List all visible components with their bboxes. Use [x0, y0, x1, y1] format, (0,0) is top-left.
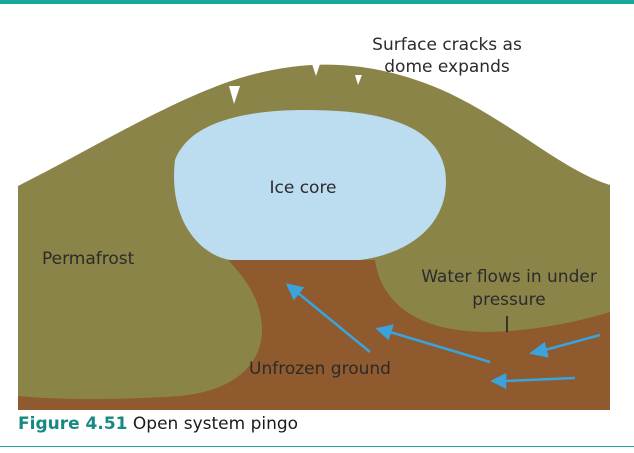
flow-arrow: [297, 292, 371, 353]
surface-crack: [312, 64, 320, 76]
surface-crack: [229, 86, 240, 104]
flow-arrow: [544, 333, 601, 352]
unfrozen-ground-region: [18, 260, 610, 410]
figure-caption: Figure 4.51 Open system pingo: [18, 414, 298, 434]
ice-core: [174, 110, 446, 260]
surface-cracks-label-line2: dome expands: [384, 57, 510, 77]
flow-arrow-head: [285, 283, 305, 301]
flow-arrow-head: [375, 324, 394, 341]
unfrozen-ground-label: Unfrozen ground: [249, 359, 391, 379]
figure-number: Figure 4.51: [18, 414, 128, 434]
surface-cracks-label-line1: Surface cracks as: [372, 35, 522, 55]
flow-arrow-head: [490, 372, 507, 390]
permafrost-label: Permafrost: [42, 249, 135, 269]
figure-title: Open system pingo: [132, 414, 299, 434]
ice-core-label: Ice core: [269, 178, 336, 198]
flow-arrow-head: [529, 341, 549, 358]
surface-crack: [355, 75, 362, 85]
flow-arrow: [504, 376, 576, 383]
pingo-diagram: Surface cracks as dome expands Ice core …: [18, 35, 610, 410]
top-rule: [0, 0, 634, 4]
bottom-rule: [0, 446, 634, 447]
water-flow-label-line1: Water flows in under: [421, 267, 597, 287]
flow-arrow: [389, 330, 491, 364]
water-flow-label-line2: pressure: [472, 290, 545, 310]
